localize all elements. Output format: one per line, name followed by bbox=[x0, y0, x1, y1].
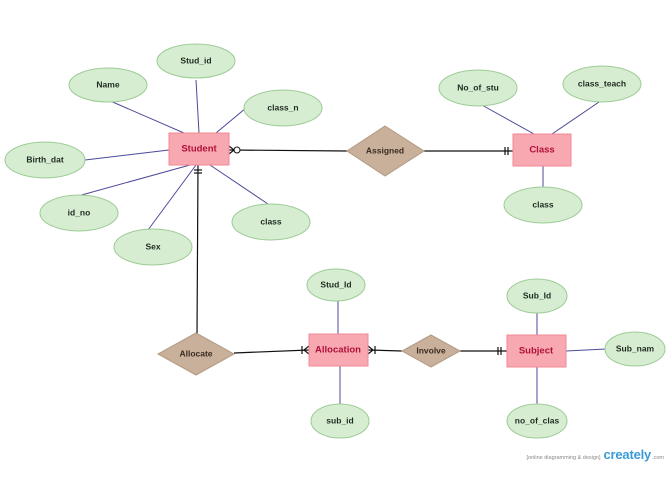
attribute-label: Stud_id bbox=[180, 55, 211, 65]
entity-allocation[interactable]: Allocation bbox=[308, 333, 369, 367]
entity-label: Subject bbox=[519, 346, 554, 357]
conn-subject-sub-nam bbox=[565, 348, 607, 352]
relationship-label: Assigned bbox=[366, 145, 404, 155]
attribute-label: class_teach bbox=[578, 78, 626, 88]
attribute-sub-nam[interactable]: Sub_nam bbox=[604, 331, 666, 367]
conn-class-class-teach bbox=[551, 99, 603, 135]
entity-label: Student bbox=[181, 144, 217, 155]
watermark-domain: .com bbox=[652, 455, 664, 461]
attribute-label: class_n bbox=[267, 102, 298, 112]
attribute-label: Sub_nam bbox=[616, 343, 655, 353]
attribute-label: class bbox=[532, 199, 554, 209]
attribute-label: Birth_dat bbox=[26, 154, 63, 164]
attribute-label: no_of_clas bbox=[515, 415, 560, 425]
entity-student[interactable]: Student bbox=[168, 132, 230, 166]
conn-student-name bbox=[107, 99, 185, 134]
conn-allocate-allocation bbox=[233, 349, 310, 354]
attribute-label: Sub_Id bbox=[523, 290, 551, 300]
relationship-allocate[interactable]: Allocate bbox=[156, 332, 236, 376]
attribute-label: id_no bbox=[68, 207, 91, 217]
attribute-label: No_of_stu bbox=[457, 82, 499, 92]
conn-student-birth-dat bbox=[84, 149, 170, 161]
attribute-class-teach[interactable]: class_teach bbox=[562, 65, 642, 103]
attribute-name[interactable]: Name bbox=[68, 67, 148, 103]
creately-logo: creately bbox=[603, 447, 652, 462]
conn-student-sex bbox=[147, 164, 197, 231]
conn-student-stud-id bbox=[195, 79, 200, 134]
attribute-class-of-class[interactable]: class bbox=[503, 186, 583, 224]
crows-foot-allocation-right bbox=[367, 345, 374, 355]
attribute-label: Sex bbox=[145, 241, 160, 251]
relationship-involve[interactable]: Involve bbox=[400, 334, 462, 368]
watermark-tagline: [online diagramming & design] bbox=[526, 455, 601, 461]
attribute-alloc-stud-id[interactable]: Stud_Id bbox=[306, 268, 366, 302]
attribute-label: Name bbox=[96, 79, 119, 89]
attribute-alloc-sub-id[interactable]: sub_id bbox=[310, 403, 370, 439]
relationship-connectors bbox=[194, 145, 513, 355]
conn-student-assigned bbox=[228, 149, 348, 152]
attribute-sex[interactable]: Sex bbox=[113, 228, 193, 266]
crows-foot-allocation-left bbox=[303, 345, 310, 355]
relationship-label: Allocate bbox=[179, 348, 212, 358]
entity-label: Class bbox=[529, 145, 554, 156]
conn-student-allocate bbox=[196, 164, 199, 336]
attribute-no-of-clas[interactable]: no_of_clas bbox=[506, 403, 568, 439]
relationship-label: Involve bbox=[416, 345, 446, 355]
attribute-class[interactable]: class bbox=[231, 203, 311, 241]
relationship-assigned[interactable]: Assigned bbox=[346, 125, 425, 177]
attribute-id-no[interactable]: id_no bbox=[39, 194, 119, 232]
conn-student-class bbox=[209, 164, 269, 205]
attribute-sub-id[interactable]: Sub_Id bbox=[506, 278, 568, 314]
attribute-label: Stud_Id bbox=[320, 279, 351, 289]
crows-foot-student bbox=[228, 145, 235, 155]
conn-class-no-of-stu bbox=[479, 103, 535, 135]
attribute-class-n[interactable]: class_n bbox=[243, 89, 323, 127]
attribute-stud-id[interactable]: Stud_id bbox=[156, 43, 236, 79]
attribute-label: class bbox=[260, 216, 282, 226]
attribute-connectors bbox=[77, 79, 607, 404]
attribute-no-of-stu[interactable]: No_of_stu bbox=[438, 69, 518, 107]
entity-class[interactable]: Class bbox=[512, 133, 572, 167]
entity-subject[interactable]: Subject bbox=[506, 334, 567, 368]
conn-student-id-no bbox=[77, 164, 191, 197]
creately-watermark: [online diagramming & design] creately .… bbox=[527, 447, 664, 462]
conn-student-class-n bbox=[215, 107, 247, 134]
attribute-label: sub_id bbox=[326, 415, 353, 425]
attribute-birth-dat[interactable]: Birth_dat bbox=[4, 141, 86, 179]
entity-label: Allocation bbox=[315, 345, 361, 356]
